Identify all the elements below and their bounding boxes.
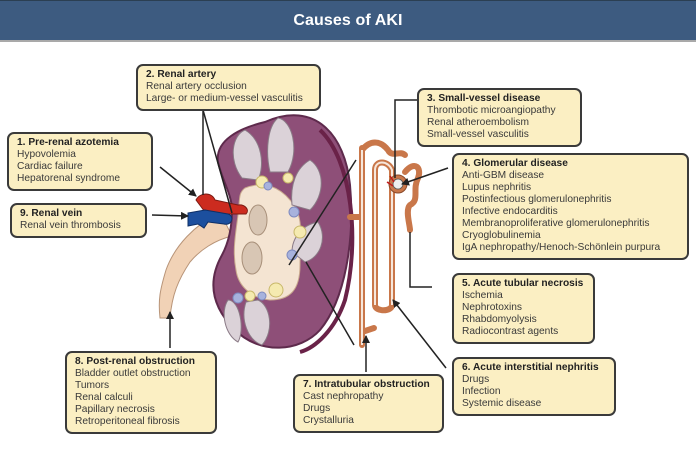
renal-vein	[187, 209, 233, 229]
connector-lines	[151, 99, 449, 372]
cause-item: Cardiac failure	[17, 161, 83, 172]
cause-box-intratubular-obstruction: 7. Intratubular obstruction Cast nephrop…	[293, 374, 444, 433]
cause-title: 3. Small-vessel disease	[427, 93, 541, 104]
cause-title: 1. Pre-renal azotemia	[17, 137, 119, 148]
cause-item: Renal vein thrombosis	[20, 220, 121, 231]
cause-item: Small-vessel vasculitis	[427, 129, 529, 140]
cause-item: Cast nephropathy	[303, 391, 384, 402]
cause-title: 5. Acute tubular necrosis	[462, 278, 584, 289]
cause-item: Renal atheroembolism	[427, 117, 529, 128]
cause-item: Thrombotic microangiopathy	[427, 105, 556, 116]
cause-box-renal-artery: 2. Renal artery Renal artery occlusion L…	[136, 64, 321, 111]
cause-item: Lupus nephritis	[462, 182, 532, 193]
cause-item: Tumors	[75, 380, 110, 391]
cause-title: 6. Acute interstitial nephritis	[462, 362, 599, 373]
cause-item: Nephrotoxins	[462, 302, 523, 313]
cause-item: Hepatorenal syndrome	[17, 173, 121, 184]
nephron-inner	[361, 150, 393, 345]
cause-box-pre-renal-azotemia: 1. Pre-renal azotemia Hypovolemia Cardia…	[7, 132, 153, 191]
title-bar: Causes of AKI	[0, 0, 696, 42]
cause-title: 9. Renal vein	[20, 208, 83, 219]
cause-item: Rhabdomyolysis	[462, 314, 537, 325]
cause-item: Membranoproliferative glomerulonephritis	[462, 218, 650, 229]
cause-item: Drugs	[462, 374, 490, 385]
renal-pelvis	[233, 184, 302, 301]
cause-item: Infective endocarditis	[462, 206, 558, 217]
cause-item: Bladder outlet obstruction	[75, 368, 191, 379]
cause-title: 4. Glomerular disease	[462, 158, 568, 169]
page-title: Causes of AKI	[293, 11, 403, 29]
cause-item: Anti-GBM disease	[462, 170, 545, 181]
cause-item: Renal calculi	[75, 392, 133, 403]
cause-item: Ischemia	[462, 290, 503, 301]
nephron	[347, 139, 423, 348]
cause-title: 8. Post-renal obstruction	[75, 356, 196, 367]
cause-item: Papillary necrosis	[75, 404, 155, 415]
cause-item: Postinfectious glomerulonephritis	[462, 194, 612, 205]
cause-box-glomerular-disease: 4. Glomerular disease Anti-GBM disease L…	[452, 153, 689, 260]
cause-item: Drugs	[303, 403, 331, 414]
cause-item: Cryoglobulinemia	[462, 230, 541, 241]
cause-title: 7. Intratubular obstruction	[303, 379, 430, 390]
cause-box-acute-tubular-necrosis: 5. Acute tubular necrosis Ischemia Nephr…	[452, 273, 595, 344]
cause-item: Infection	[462, 386, 501, 397]
cause-box-renal-vein: 9. Renal vein Renal vein thrombosis	[10, 203, 147, 238]
kidney-capsule-edge	[299, 128, 355, 354]
ureter	[158, 211, 233, 319]
cause-item: Retroperitoneal fibrosis	[75, 416, 180, 427]
renal-pyramids	[223, 117, 323, 346]
cause-item: Large- or medium-vessel vasculitis	[146, 93, 303, 104]
cause-box-post-renal-obstruction: 8. Post-renal obstruction Bladder outlet…	[65, 351, 217, 434]
cause-title: 2. Renal artery	[146, 69, 217, 80]
cause-item: Systemic disease	[462, 398, 542, 409]
cause-item: Renal artery occlusion	[146, 81, 247, 92]
cause-item: Crystalluria	[303, 415, 354, 426]
cause-box-acute-interstitial-nephritis: 6. Acute interstitial nephritis Drugs In…	[452, 357, 616, 416]
cause-box-small-vessel-disease: 3. Small-vessel disease Thrombotic micro…	[417, 88, 582, 147]
cause-item: IgA nephropathy/Henoch-Schönlein purpura	[462, 242, 661, 253]
cause-item: Radiocontrast agents	[462, 326, 559, 337]
cause-item: Hypovolemia	[17, 149, 76, 160]
